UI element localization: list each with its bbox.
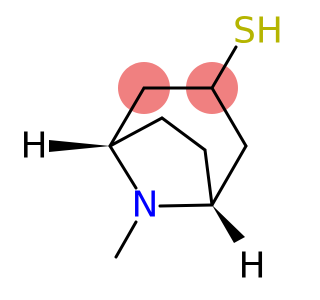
bond	[160, 116, 207, 152]
hydrogen-right-label: H	[238, 246, 265, 287]
bond	[158, 203, 214, 208]
bond	[210, 45, 238, 90]
nitrogen-label: N	[132, 185, 159, 226]
bond	[114, 220, 138, 259]
bond	[203, 148, 214, 207]
hydrogen-left-label: H	[20, 126, 47, 167]
bond	[108, 144, 138, 190]
wedge-bond-right	[212, 205, 245, 243]
bond	[108, 86, 146, 148]
bond	[210, 144, 248, 207]
wedge-bond-left	[49, 140, 110, 152]
thiol-label: SH	[233, 11, 283, 52]
bond	[210, 86, 248, 148]
bond	[108, 116, 164, 148]
molecule-diagram: SH N H H	[20, 11, 283, 287]
